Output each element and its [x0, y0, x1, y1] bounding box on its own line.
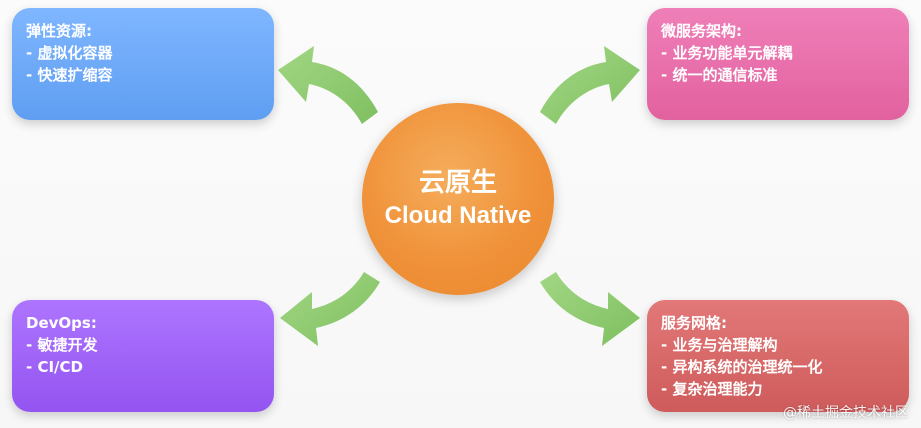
microservices-item: 统一的通信标准	[661, 64, 895, 86]
arrow-to-microservices	[540, 46, 640, 124]
microservices-item: 业务功能单元解耦	[661, 42, 895, 64]
cloud-native-circle: 云原生 Cloud Native	[362, 103, 554, 295]
service-mesh-item: 业务与治理解构	[661, 334, 895, 356]
center-label-cn: 云原生	[418, 168, 497, 198]
elastic-resources-title: 弹性资源:	[26, 22, 92, 40]
elastic-resources-item: 快速扩缩容	[26, 64, 260, 86]
service-mesh-item: 复杂治理能力	[661, 378, 895, 400]
arrow-to-elastic-resources	[278, 46, 378, 124]
microservices-box: 微服务架构: 业务功能单元解耦 统一的通信标准	[647, 8, 909, 120]
arrow-to-service-mesh	[540, 272, 640, 346]
service-mesh-title: 服务网格:	[661, 314, 727, 332]
service-mesh-item: 异构系统的治理统一化	[661, 356, 895, 378]
devops-box: DevOps: 敏捷开发 CI/CD	[12, 300, 274, 412]
elastic-resources-box: 弹性资源: 虚拟化容器 快速扩缩容	[12, 8, 274, 120]
devops-item: CI/CD	[26, 356, 260, 378]
elastic-resources-item: 虚拟化容器	[26, 42, 260, 64]
microservices-title: 微服务架构:	[661, 22, 742, 40]
devops-item: 敏捷开发	[26, 334, 260, 356]
devops-title: DevOps:	[26, 314, 97, 332]
watermark: @稀土掘金技术社区	[783, 405, 909, 421]
center-label-en: Cloud Native	[384, 202, 532, 229]
arrow-to-devops	[280, 272, 380, 346]
service-mesh-box: 服务网格: 业务与治理解构 异构系统的治理统一化 复杂治理能力	[647, 300, 909, 412]
